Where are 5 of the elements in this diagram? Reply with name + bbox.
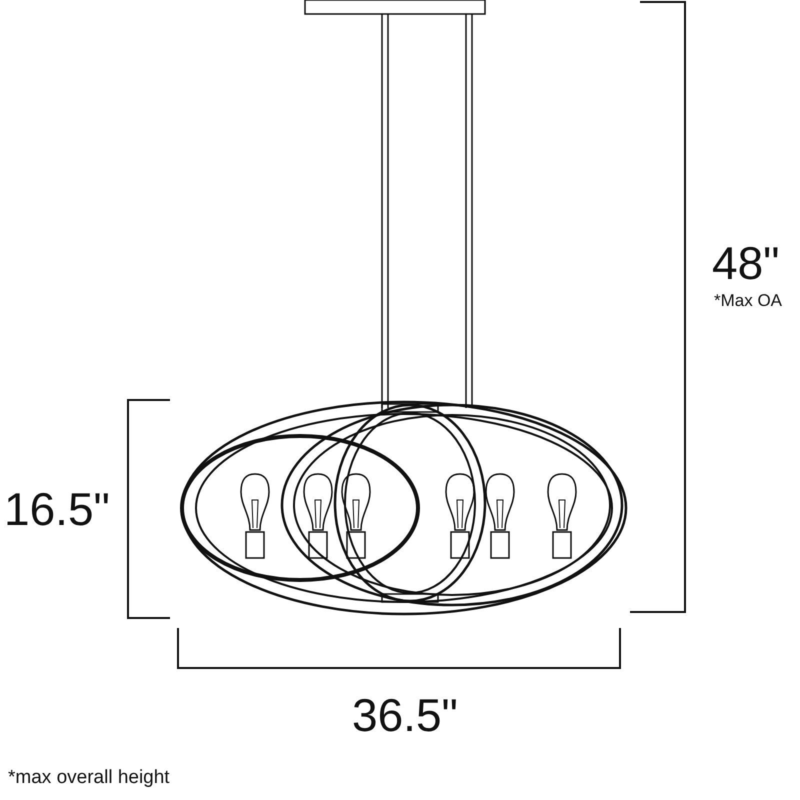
note-text: *Max OA (714, 292, 782, 309)
dimension-label: 36.5" (352, 692, 458, 738)
footnote-text: *max overall height (8, 768, 170, 787)
dimension-label: 48" (712, 240, 780, 286)
dimension-label: 16.5" (4, 486, 110, 532)
